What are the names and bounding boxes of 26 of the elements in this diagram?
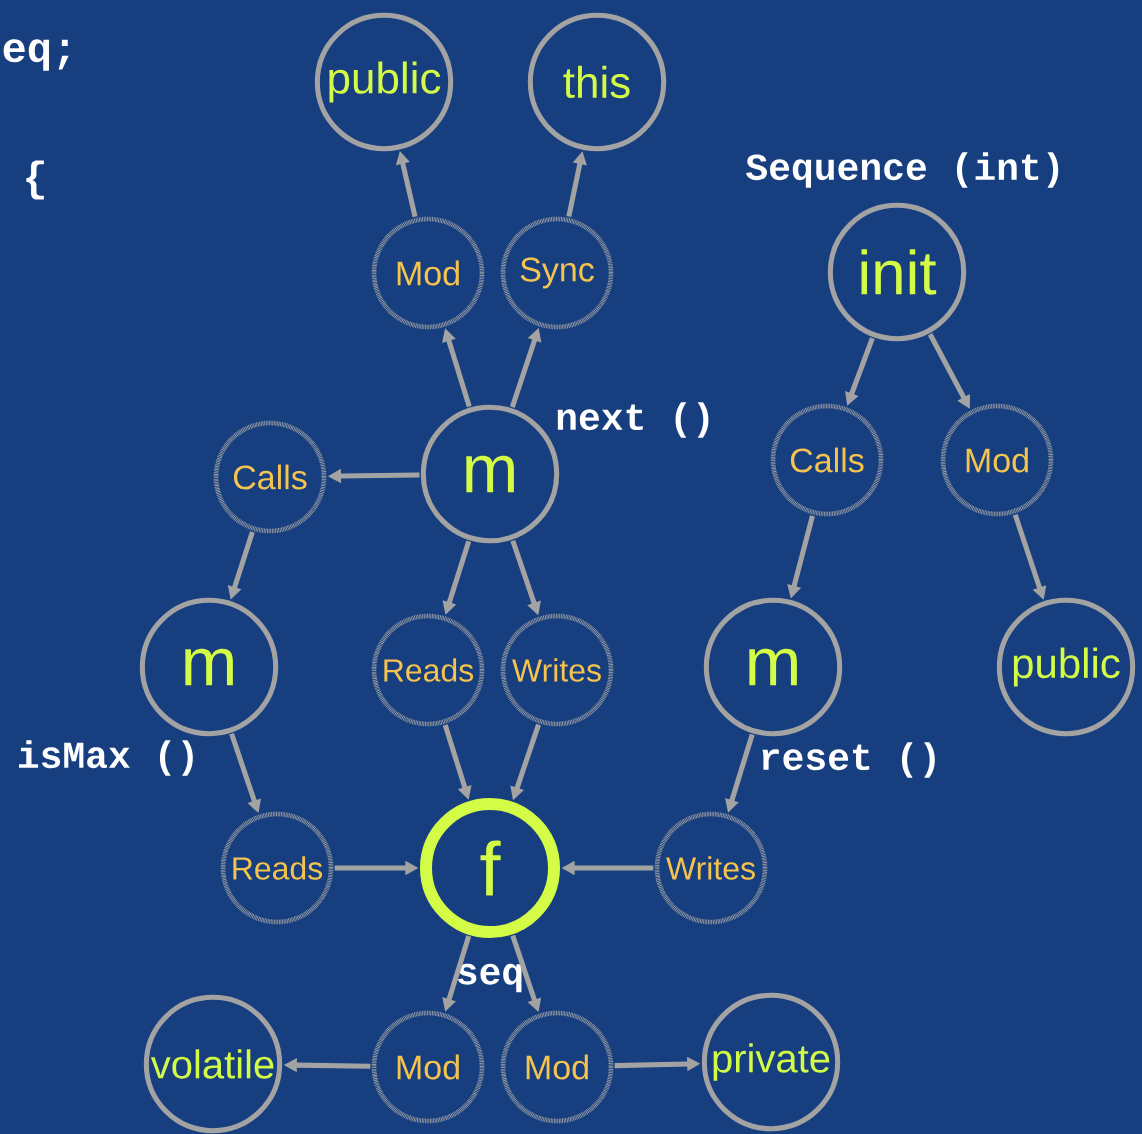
circle-node: public — [996, 597, 1136, 737]
small-circle-node: Writes — [654, 811, 768, 925]
circle-node: m — [139, 597, 279, 737]
highlighted-circle-node: f — [420, 798, 560, 938]
circle-node: public — [314, 12, 454, 152]
small-circle-node: Mod — [500, 1010, 614, 1124]
small-circle-node: Sync — [500, 216, 614, 330]
circle-node: m — [703, 597, 843, 737]
small-circle-node: Mod — [371, 216, 485, 330]
small-circle-node: Mod — [371, 1010, 485, 1124]
code-text: { — [26, 160, 44, 200]
circle-node: init — [827, 202, 967, 342]
small-circle-node: Calls — [770, 403, 884, 517]
small-circle-node: Reads — [371, 613, 485, 727]
small-circle-node: Writes — [500, 613, 614, 727]
circle-node: this — [527, 12, 667, 152]
code-label: reset () — [762, 742, 935, 778]
small-circle-node: Reads — [220, 811, 334, 925]
code-label: isMax () — [19, 740, 193, 776]
circle-node: private — [701, 992, 841, 1132]
circle-node: volatile — [143, 994, 283, 1134]
small-circle-node: Mod — [940, 403, 1054, 517]
small-circle-node: Calls — [213, 420, 327, 534]
code-text: eq; — [3, 39, 69, 71]
code-label: seq — [458, 963, 522, 993]
code-label: Sequence (int) — [746, 152, 1059, 188]
